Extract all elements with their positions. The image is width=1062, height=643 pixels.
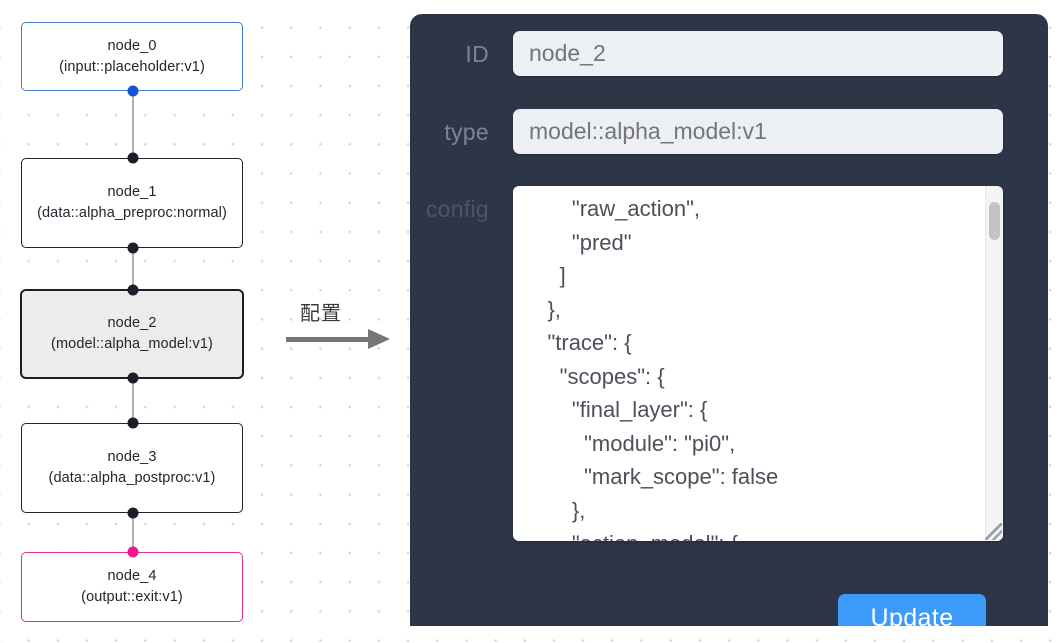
config-field-row: config "raw_action", "pred" ] }, "trace"… [410,186,1003,541]
flow-node-node_4[interactable]: node_4(output::exit:v1) [21,552,243,622]
config-textarea-wrapper[interactable]: "raw_action", "pred" ] }, "trace": { "sc… [513,186,1003,541]
flow-node-title: node_1 [107,184,157,200]
node_2-target-handle[interactable] [127,284,139,296]
flow-to-panel-arrow: 配置 [286,297,396,359]
flow-node-title: node_4 [107,568,157,584]
update-button[interactable]: Update [838,594,986,626]
flow-node-node_0[interactable]: node_0(input::placeholder:v1) [21,22,243,91]
flow-node-subtitle: (output::exit:v1) [81,589,183,605]
config-textarea[interactable]: "raw_action", "pred" ] }, "trace": { "sc… [547,196,779,541]
id-field-label: ID [465,41,489,67]
type-input[interactable] [513,109,1003,154]
edge-node0-node1 [132,90,134,160]
node-config-panel: ID type config "raw_action", "pred" ] },… [410,14,1048,626]
id-input[interactable] [513,31,1003,76]
flow-node-label: node_0(input::placeholder:v1) [32,36,232,78]
flow-node-node_3[interactable]: node_3(data::alpha_postproc:v1) [21,423,243,513]
node_2-source-handle[interactable] [127,372,139,384]
config-scrollbar-thumb[interactable] [989,202,1000,240]
edge-node2-node3 [132,377,134,421]
edge-node1-node2 [132,247,134,291]
flow-node-label: node_3(data::alpha_postproc:v1) [32,447,232,489]
node_3-target-handle[interactable] [127,417,139,429]
flow-node-label: node_1(data::alpha_preproc:normal) [32,182,232,224]
arrow-head-icon [368,329,390,349]
flow-node-subtitle: (input::placeholder:v1) [59,58,205,75]
config-field-label: config [425,196,489,222]
node_4-target-handle[interactable] [127,546,139,558]
node_1-source-handle[interactable] [127,242,139,254]
flow-node-node_1[interactable]: node_1(data::alpha_preproc:normal) [21,158,243,248]
arrow-shaft [286,337,370,342]
type-field-row: type [410,109,1003,155]
node_3-source-handle[interactable] [127,507,139,519]
flow-node-subtitle: (model::alpha_model:v1) [51,336,213,352]
flow-node-node_2[interactable]: node_2(model::alpha_model:v1) [20,289,244,379]
node_1-target-handle[interactable] [127,152,139,164]
edge-node3-node4 [132,512,134,552]
flow-node-label: node_4(output::exit:v1) [32,566,232,608]
type-field-label: type [444,119,489,145]
flow-node-label: node_2(model::alpha_model:v1) [32,313,232,355]
resize-grip-icon[interactable] [985,523,1002,540]
config-scrollbar[interactable] [985,186,1003,541]
flow-node-title: node_2 [107,315,157,331]
flow-node-title: node_0 [107,37,157,54]
flow-node-subtitle: (data::alpha_postproc:v1) [48,470,216,486]
flow-node-subtitle: (data::alpha_preproc:normal) [37,205,227,221]
id-field-row: ID [410,31,1003,77]
arrow-caption: 配置 [300,301,342,325]
flow-node-title: node_3 [107,449,157,465]
node_0-source-handle[interactable] [127,85,139,97]
